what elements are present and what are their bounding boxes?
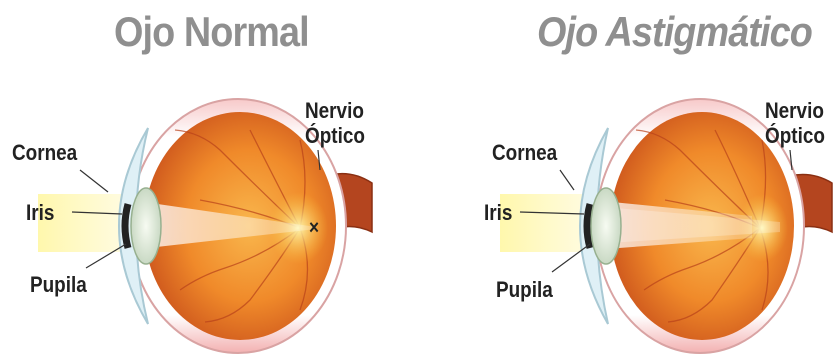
cornea-leader [560,170,574,190]
label-pupila-right: Pupila [496,277,553,302]
label-nervio-left-line1: Nervio [305,98,364,123]
lens [591,188,621,264]
label-iris-left: Iris [26,200,54,225]
iris [125,204,128,248]
cornea-leader [80,170,108,192]
label-nervio-right-line2: Óptico [765,123,825,148]
label-iris-right: Iris [484,200,512,225]
focus-point-mark: × [309,216,319,241]
label-nervio-left-line2: Óptico [305,123,365,148]
iris [587,204,590,248]
label-pupila-left: Pupila [30,272,87,297]
label-cornea-right: Cornea [492,140,557,165]
label-nervio-right-line1: Nervio [765,98,824,123]
lens [131,188,161,264]
label-cornea-left: Cornea [12,140,77,165]
